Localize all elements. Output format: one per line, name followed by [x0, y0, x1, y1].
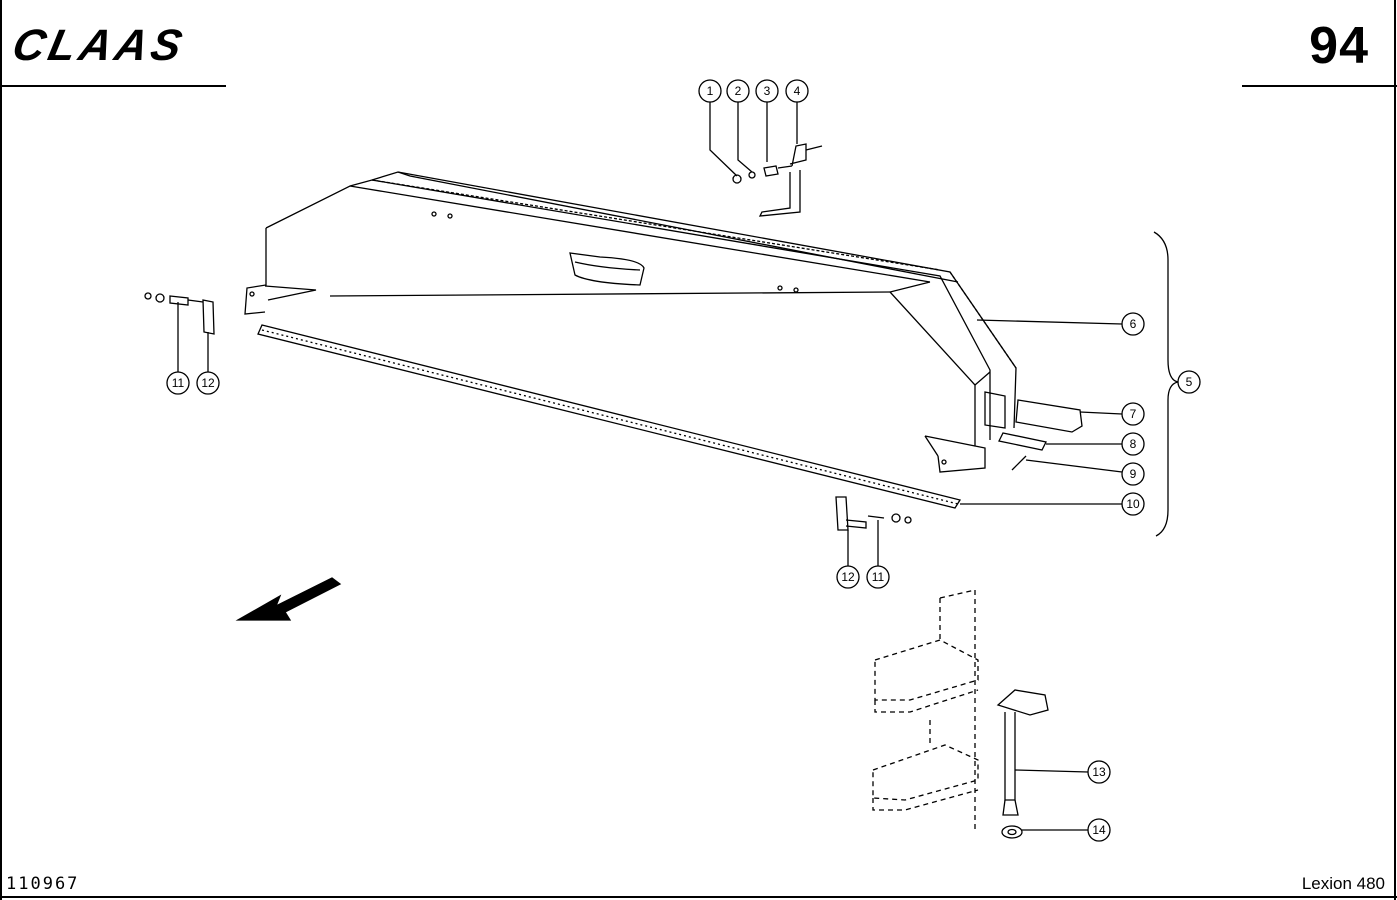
callouts: 1 2 3 4 5 6 7 8 9 10 11 12 12 11 13 14: [166, 79, 1201, 842]
drawing-number: 110967: [6, 874, 80, 894]
model-name: Lexion 480: [1301, 874, 1385, 893]
callout-11-lower: 11: [866, 565, 890, 589]
svg-text:4: 4: [794, 84, 801, 98]
callout-1: 1: [698, 79, 722, 103]
claas-logo-text: CLAAS: [12, 24, 190, 64]
frame-bracket: [872, 589, 979, 830]
frame-left-border: [0, 0, 2, 900]
svg-text:11: 11: [172, 376, 185, 390]
callout-12-left: 12: [196, 371, 220, 395]
svg-text:3: 3: [764, 84, 771, 98]
svg-text:8: 8: [1130, 437, 1137, 451]
callout-3: 3: [755, 79, 779, 103]
callout-14: 14: [1087, 818, 1111, 842]
svg-text:2: 2: [735, 84, 742, 98]
nut-part-14: [1001, 825, 1023, 839]
svg-text:6: 6: [1130, 317, 1137, 331]
callout-7: 7: [1121, 402, 1145, 426]
direction-arrow: [235, 577, 342, 621]
callout-9: 9: [1121, 462, 1145, 486]
strip-part-8: [998, 432, 1047, 451]
callout-4: 4: [785, 79, 809, 103]
pad-part-7: [984, 391, 1083, 433]
frame-right-border: [1394, 0, 1396, 900]
callout-5: 5: [1177, 370, 1201, 394]
svg-text:10: 10: [1126, 497, 1140, 511]
callout-10: 10: [1121, 492, 1145, 516]
frame-bottom-border: [0, 896, 1397, 898]
fastener-cluster-left: [144, 292, 215, 335]
svg-text:7: 7: [1130, 407, 1137, 421]
fastener-cluster-top: [732, 143, 823, 217]
svg-text:13: 13: [1092, 765, 1106, 779]
svg-text:12: 12: [841, 570, 855, 584]
callout-2: 2: [726, 79, 750, 103]
callout-6: 6: [1121, 312, 1145, 336]
strip-part-6: [371, 179, 941, 271]
group-bracket-5: [1153, 231, 1179, 537]
callout-13: 13: [1087, 760, 1111, 784]
svg-text:14: 14: [1092, 823, 1106, 837]
callout-11-left: 11: [166, 371, 190, 395]
claas-logo: CLAAS: [12, 24, 190, 64]
svg-text:12: 12: [201, 376, 215, 390]
leader-lines: [177, 100, 1123, 831]
strip-part-10: [257, 324, 962, 509]
svg-text:9: 9: [1130, 467, 1137, 481]
lever-part-13: [996, 689, 1049, 816]
callout-8: 8: [1121, 432, 1145, 456]
svg-text:5: 5: [1186, 375, 1193, 389]
pin-part-9: [1011, 455, 1027, 471]
svg-text:11: 11: [872, 570, 885, 584]
fastener-cluster-lower: [835, 496, 912, 531]
page-number: 94: [1309, 17, 1369, 75]
header-rule-right: [1242, 85, 1397, 87]
callout-12-lower: 12: [836, 565, 860, 589]
svg-text:1: 1: [707, 84, 714, 98]
header-rule-left: [0, 85, 226, 87]
